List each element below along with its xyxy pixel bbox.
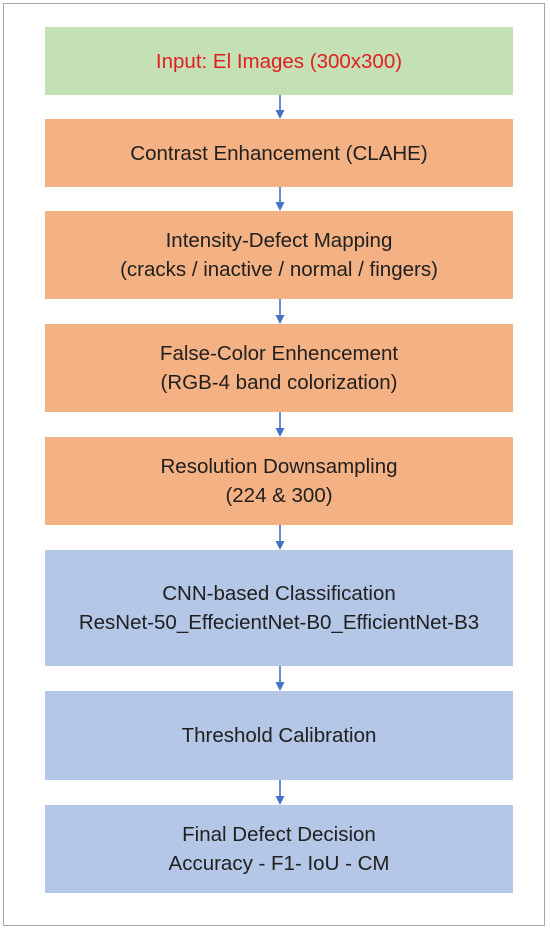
step-false-color-enhancement: False-Color Enhencement (RGB-4 band colo… (45, 324, 513, 412)
step-cnn-line-2: ResNet-50_EffecientNet-B0_EfficientNet-B… (78, 611, 480, 634)
arrow-3 (270, 299, 290, 324)
step-intensity-line-2: (cracks / inactive / normal / fingers) (120, 258, 438, 281)
step-contrast-enhancement: Contrast Enhancement (CLAHE) (45, 119, 513, 187)
arrow-5 (270, 525, 290, 550)
step-final-line-1: Final Defect Decision (182, 823, 376, 846)
step-threshold-line-1: Threshold Calibration (181, 724, 377, 747)
step-resolution-line-1: Resolution Downsampling (160, 455, 398, 478)
step-cnn-classification: CNN-based Classification ResNet-50_Effec… (45, 550, 513, 666)
step-final-line-2: Accuracy - F1- IoU - CM (168, 852, 390, 875)
arrow-7 (270, 780, 290, 805)
step-resolution-line-2: (224 & 300) (225, 484, 333, 507)
step-intensity-defect-mapping: Intensity-Defect Mapping (cracks / inact… (45, 211, 513, 299)
step-intensity-line-1: Intensity-Defect Mapping (165, 229, 393, 252)
step-input: Input: El Images (300x300) (45, 27, 513, 95)
step-threshold-calibration: Threshold Calibration (45, 691, 513, 780)
arrow-1 (270, 95, 290, 119)
step-final-defect-decision: Final Defect Decision Accuracy - F1- IoU… (45, 805, 513, 893)
diagram-frame: Input: El Images (300x300) Contrast Enha… (3, 3, 545, 926)
step-input-line-1: Input: El Images (300x300) (155, 49, 403, 73)
step-false-color-line-1: False-Color Enhencement (159, 342, 399, 365)
step-contrast-line-1: Contrast Enhancement (CLAHE) (130, 141, 428, 165)
arrow-4 (270, 412, 290, 437)
arrow-2 (270, 187, 290, 211)
step-cnn-line-1: CNN-based Classification (162, 582, 396, 605)
step-false-color-line-2: (RGB-4 band colorization) (160, 371, 398, 394)
step-resolution-downsampling: Resolution Downsampling (224 & 300) (45, 437, 513, 525)
arrow-6 (270, 666, 290, 691)
